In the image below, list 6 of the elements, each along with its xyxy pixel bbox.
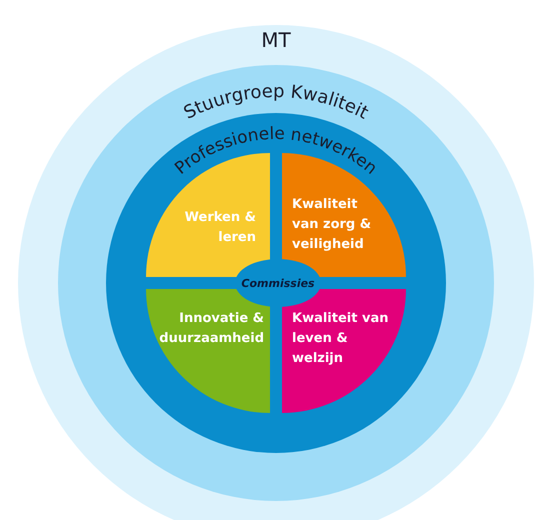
quadrant-label: Kwaliteit van leven & welzijn — [292, 310, 390, 368]
quadrant-label: Innovatie & duurzaamheid — [158, 310, 264, 348]
quadrant-label: Kwaliteit van zorg & veiligheid — [292, 196, 372, 254]
center-label: Commissies — [241, 277, 315, 290]
ring-label: MT — [261, 28, 291, 52]
quadrant-label: Werken & leren — [184, 209, 256, 248]
